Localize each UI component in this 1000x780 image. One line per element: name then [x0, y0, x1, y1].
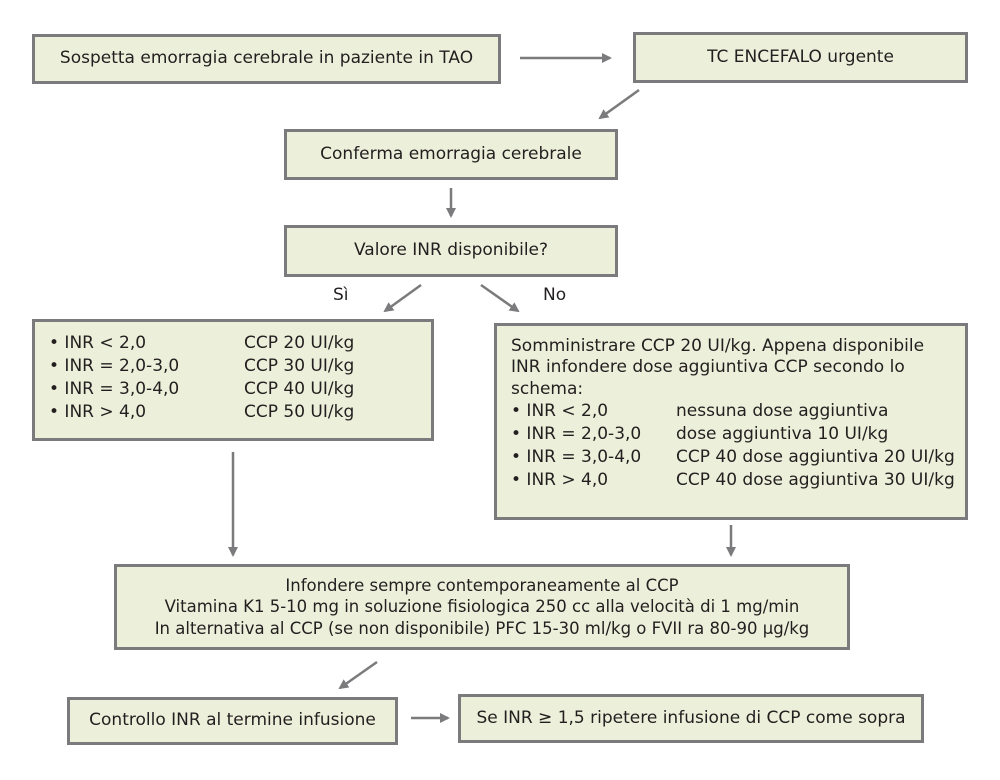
dosing-row: • INR > 4,0 CCP 50 UI/kg — [49, 401, 431, 424]
vitamin-line-1: Infondere sempre contemporaneamente al C… — [285, 575, 679, 595]
additional-dose: CCP 40 dose aggiuntiva 20 UI/kg — [676, 446, 955, 467]
inr-range: • INR < 2,0 — [511, 400, 609, 421]
dosing-row: • INR = 2,0-3,0 dose aggiuntiva 10 UI/kg — [511, 423, 965, 446]
node-inr-unknown-dosing: Somministrare CCP 20 UI/kg. Appena dispo… — [494, 323, 968, 520]
arrow-ct-to-confirm — [598, 88, 640, 120]
ccp-dose: CCP 30 UI/kg — [244, 355, 355, 376]
no-box-intro: Somministrare CCP 20 UI/kg. Appena dispo… — [511, 336, 925, 399]
inr-range: • INR = 3,0-4,0 — [511, 446, 642, 467]
vitamin-line-3: In alternativa al CCP (se non disponibil… — [154, 618, 810, 638]
ccp-dose: CCP 20 UI/kg — [244, 332, 355, 353]
node-inr-known-dosing: • INR < 2,0 CCP 20 UI/kg • INR = 2,0-3,0… — [32, 319, 434, 441]
ccp-dose: CCP 40 UI/kg — [244, 378, 355, 399]
node-suspect-text: Sospetta emorragia cerebrale in paziente… — [59, 48, 474, 69]
inr-range: • INR < 2,0 — [49, 332, 147, 353]
node-confirm-hemorrhage: Conferma emorragia cerebrale — [284, 129, 618, 180]
ccp-dose: CCP 50 UI/kg — [244, 401, 355, 422]
node-repeat-infusion: Se INR ≥ 1,5 ripetere infusione di CCP c… — [458, 694, 924, 743]
node-repeat-text: Se INR ≥ 1,5 ripetere infusione di CCP c… — [476, 707, 906, 728]
dosing-row: • INR = 3,0-4,0 CCP 40 UI/kg — [49, 378, 431, 401]
inr-range: • INR = 2,0-3,0 — [511, 423, 642, 444]
additional-dose: dose aggiuntiva 10 UI/kg — [676, 423, 889, 444]
inr-range: • INR = 3,0-4,0 — [49, 378, 180, 399]
inr-range: • INR > 4,0 — [49, 401, 147, 422]
additional-dose: CCP 40 dose aggiuntiva 30 UI/kg — [676, 469, 955, 490]
dosing-row: • INR > 4,0 CCP 40 dose aggiuntiva 30 UI… — [511, 469, 965, 492]
node-inr-control: Controllo INR al termine infusione — [67, 697, 398, 745]
arrow-inr-to-no — [480, 283, 520, 313]
vitamin-line-2: Vitamina K1 5-10 mg in soluzione fisiolo… — [164, 597, 800, 617]
branch-label-yes: Sì — [333, 285, 349, 305]
node-vitamin-k-infusion: Infondere sempre contemporaneamente al C… — [114, 564, 850, 650]
node-confirm-text: Conferma emorragia cerebrale — [320, 143, 582, 164]
node-control-text: Controllo INR al termine infusione — [89, 710, 376, 731]
branch-label-no: No — [543, 285, 567, 305]
node-suspect-hemorrhage: Sospetta emorragia cerebrale in paziente… — [32, 34, 501, 84]
node-inr-available-text: Valore INR disponibile? — [353, 240, 549, 261]
dosing-row: • INR < 2,0 CCP 20 UI/kg — [49, 332, 431, 355]
additional-dose: nessuna dose aggiuntiva — [676, 400, 889, 421]
inr-range: • INR = 2,0-3,0 — [49, 355, 180, 376]
dosing-row: • INR = 2,0-3,0 CCP 30 UI/kg — [49, 355, 431, 378]
arrow-vitamin-to-control — [338, 660, 378, 690]
node-inr-available-decision: Valore INR disponibile? — [284, 225, 618, 277]
node-ct-text: TC ENCEFALO urgente — [707, 46, 894, 67]
node-ct-scan: TC ENCEFALO urgente — [633, 32, 968, 83]
dosing-row: • INR < 2,0 nessuna dose aggiuntiva — [511, 400, 965, 423]
dosing-row: • INR = 3,0-4,0 CCP 40 dose aggiuntiva 2… — [511, 446, 965, 469]
arrow-inr-to-yes — [383, 283, 422, 313]
inr-range: • INR > 4,0 — [511, 469, 609, 490]
